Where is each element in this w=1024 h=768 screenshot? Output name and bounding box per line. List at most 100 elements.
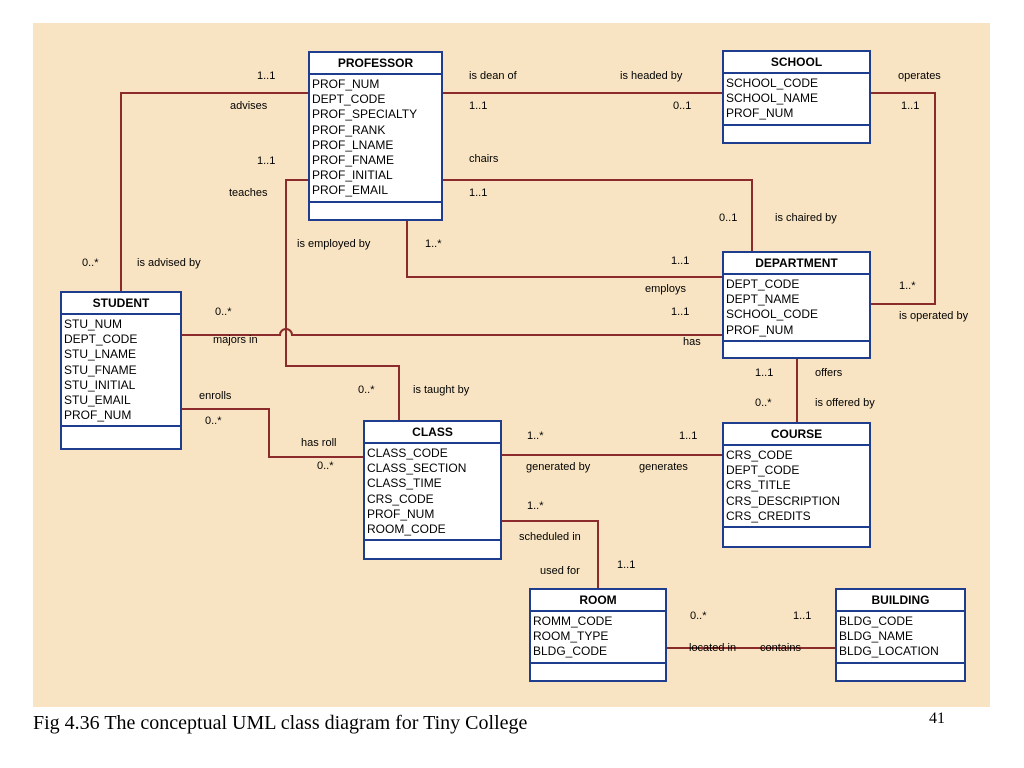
attribute: STU_INITIAL bbox=[64, 377, 136, 392]
attribute: PROF_NUM bbox=[64, 408, 132, 423]
line-majors-in bbox=[182, 328, 722, 336]
role-label: has roll bbox=[301, 437, 337, 449]
multiplicity-label: 1..1 bbox=[679, 430, 698, 442]
role-label: majors in bbox=[213, 334, 258, 346]
class-entity[interactable]: CLASS CLASS_CODE CLASS_SECTION CLASS_TIM… bbox=[363, 420, 502, 560]
multiplicity-label: 1..1 bbox=[257, 155, 276, 167]
attribute: ROMM_CODE bbox=[533, 614, 613, 628]
role-label: is headed by bbox=[620, 70, 683, 82]
attribute: DEPT_CODE bbox=[726, 463, 800, 478]
attribute: BLDG_CODE bbox=[839, 614, 914, 628]
attribute: PROF_INITIAL bbox=[312, 168, 393, 183]
multiplicity-label: 1..1 bbox=[469, 187, 488, 199]
role-label: is employed by bbox=[297, 238, 371, 250]
multiplicity-label: 0..* bbox=[317, 460, 334, 472]
attribute: CRS_CODE bbox=[726, 448, 793, 462]
multiplicity-label: 1..1 bbox=[257, 70, 276, 82]
attribute: STU_EMAIL bbox=[64, 393, 131, 408]
attribute-list: PROF_NUM DEPT_CODE PROF_SPECIALTY PROF_R… bbox=[310, 75, 441, 203]
multiplicity-label: 0..* bbox=[358, 384, 375, 396]
multiplicity-label: 1..* bbox=[425, 238, 442, 250]
attribute: CLASS_SECTION bbox=[367, 461, 467, 476]
entity-name: BUILDING bbox=[837, 590, 964, 612]
multiplicity-label: 0..* bbox=[82, 257, 99, 269]
attribute: SCHOOL_CODE bbox=[726, 76, 819, 90]
professor-entity[interactable]: PROFESSOR PROF_NUM DEPT_CODE PROF_SPECIA… bbox=[308, 51, 443, 221]
multiplicity-label: 1..* bbox=[899, 280, 916, 292]
attribute: DEPT_CODE bbox=[64, 332, 138, 347]
course-entity[interactable]: COURSE CRS_CODE DEPT_CODE CRS_TITLE CRS_… bbox=[722, 422, 871, 548]
attribute: BLDG_NAME bbox=[839, 629, 914, 644]
role-label: is offered by bbox=[815, 397, 875, 409]
attribute: STU_FNAME bbox=[64, 362, 137, 377]
school-entity[interactable]: SCHOOL SCHOOL_CODE SCHOOL_NAME PROF_NUM bbox=[722, 50, 871, 144]
multiplicity-label: 1..1 bbox=[671, 306, 690, 318]
attribute: PROF_NUM bbox=[312, 77, 380, 91]
attribute-list: CLASS_CODE CLASS_SECTION CLASS_TIME CRS_… bbox=[365, 444, 500, 542]
line-advises bbox=[120, 92, 308, 291]
multiplicity-label: 0..* bbox=[755, 397, 772, 409]
attribute: CRS_TITLE bbox=[726, 478, 791, 493]
attribute-list: CRS_CODE DEPT_CODE CRS_TITLE CRS_DESCRIP… bbox=[724, 446, 869, 529]
attribute: CRS_CREDITS bbox=[726, 508, 811, 523]
attribute-list: BLDG_CODE BLDG_NAME BLDG_LOCATION bbox=[837, 612, 964, 664]
role-label: enrolls bbox=[199, 390, 232, 402]
relationship-lines bbox=[120, 92, 936, 649]
line-teaches bbox=[285, 179, 400, 420]
multiplicity-label: 1..1 bbox=[671, 255, 690, 267]
attribute: DEPT_NAME bbox=[726, 292, 800, 307]
multiplicity-label: 1..1 bbox=[793, 610, 812, 622]
role-label: has bbox=[683, 336, 701, 348]
attribute: BLDG_CODE bbox=[533, 644, 608, 659]
attribute-list: STU_NUM DEPT_CODE STU_LNAME STU_FNAME ST… bbox=[62, 315, 180, 428]
multiplicity-label: 1..1 bbox=[617, 559, 636, 571]
role-label: generates bbox=[639, 461, 688, 473]
role-label: is advised by bbox=[137, 257, 201, 269]
multiplicity-label: 0..* bbox=[690, 610, 707, 622]
entity-name: CLASS bbox=[365, 422, 500, 444]
line-employs bbox=[406, 221, 722, 278]
entity-name: COURSE bbox=[724, 424, 869, 446]
attribute-list: SCHOOL_CODE SCHOOL_NAME PROF_NUM bbox=[724, 74, 869, 126]
entity-name: DEPARTMENT bbox=[724, 253, 869, 275]
role-label: operates bbox=[898, 70, 941, 82]
multiplicity-label: 1..1 bbox=[469, 100, 488, 112]
role-label: offers bbox=[815, 367, 843, 379]
attribute: PROF_NUM bbox=[726, 322, 794, 337]
role-label: used for bbox=[540, 565, 580, 577]
multiplicity-label: 1..1 bbox=[755, 367, 774, 379]
line-scheduled-in bbox=[502, 520, 599, 588]
role-label: chairs bbox=[469, 153, 499, 165]
department-entity[interactable]: DEPARTMENT DEPT_CODE DEPT_NAME SCHOOL_CO… bbox=[722, 251, 871, 359]
figure-caption: Fig 4.36 The conceptual UML class diagra… bbox=[33, 712, 528, 734]
student-entity[interactable]: STUDENT STU_NUM DEPT_CODE STU_LNAME STU_… bbox=[60, 291, 182, 450]
multiplicity-label: 0..1 bbox=[673, 100, 692, 112]
uml-class-diagram: PROFESSOR PROF_NUM DEPT_CODE PROF_SPECIA… bbox=[33, 23, 990, 707]
attribute: SCHOOL_NAME bbox=[726, 91, 819, 106]
attribute: STU_LNAME bbox=[64, 347, 137, 362]
attribute-list: DEPT_CODE DEPT_NAME SCHOOL_CODE PROF_NUM bbox=[724, 275, 869, 342]
attribute: CRS_CODE bbox=[367, 491, 434, 506]
multiplicity-label: 0..* bbox=[205, 415, 222, 427]
attribute: PROF_SPECIALTY bbox=[312, 107, 418, 122]
multiplicity-label: 0..1 bbox=[719, 212, 738, 224]
attribute: PROF_NUM bbox=[367, 506, 435, 521]
attribute: DEPT_CODE bbox=[726, 277, 800, 291]
attribute: CLASS_TIME bbox=[367, 476, 442, 491]
multiplicity-label: 1..1 bbox=[901, 100, 920, 112]
attribute: PROF_RANK bbox=[312, 122, 386, 137]
attribute: DEPT_CODE bbox=[312, 92, 386, 107]
line-operates bbox=[871, 92, 936, 305]
building-entity[interactable]: BUILDING BLDG_CODE BLDG_NAME BLDG_LOCATI… bbox=[835, 588, 966, 682]
role-label: is taught by bbox=[413, 384, 470, 396]
page-number: 41 bbox=[929, 710, 945, 727]
multiplicity-label: 1..* bbox=[527, 500, 544, 512]
role-label: is chaired by bbox=[775, 212, 837, 224]
role-label: located in bbox=[689, 642, 737, 654]
role-label: is operated by bbox=[899, 310, 969, 322]
entity-name: PROFESSOR bbox=[310, 53, 441, 75]
attribute: CRS_DESCRIPTION bbox=[726, 493, 841, 508]
attribute: PROF_NUM bbox=[726, 106, 794, 121]
role-label: employs bbox=[645, 283, 686, 295]
room-entity[interactable]: ROOM ROMM_CODE ROOM_TYPE BLDG_CODE bbox=[529, 588, 667, 682]
